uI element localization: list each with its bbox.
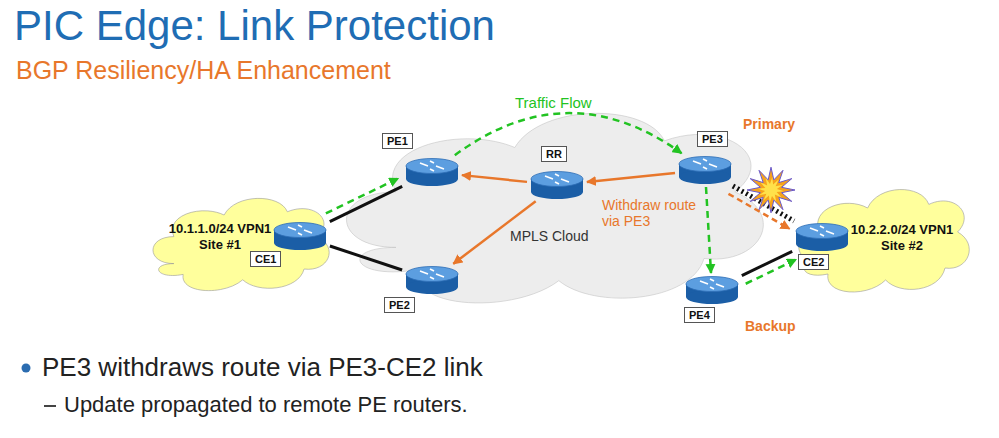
traffic-arrow	[706, 187, 711, 273]
withdraw-arrow	[453, 201, 535, 264]
router-name: CE1	[250, 251, 281, 267]
router-node: PE2	[404, 265, 460, 295]
router-icon	[404, 157, 460, 187]
traffic-arrow	[746, 259, 796, 283]
router-icon	[404, 265, 460, 295]
router-node: PE1	[404, 157, 460, 187]
router-name: PE4	[684, 307, 715, 323]
link-line	[742, 251, 792, 275]
traffic-arrow	[455, 113, 682, 155]
withdraw-arrow	[462, 175, 527, 182]
edge-label: Traffic Flow	[515, 94, 592, 111]
router-name: PE3	[697, 131, 728, 147]
cloud-label: 10.2.2.0/24 VPN1 Site #2	[850, 222, 954, 253]
router-icon	[684, 275, 740, 305]
router-name: RR	[541, 146, 567, 162]
link-failure-burst	[747, 167, 795, 213]
sub-bullet-dash	[44, 405, 56, 407]
link-line	[330, 246, 402, 270]
cloud-label: 10.1.1.0/24 VPN1 Site #1	[168, 221, 272, 252]
router-node: PE3	[677, 155, 733, 185]
bullet-text: PE3 withdraws route via PE3-CE2 link	[42, 352, 483, 383]
router-name: PE1	[382, 133, 413, 149]
router-name: CE2	[798, 254, 829, 270]
role-label: Primary	[743, 116, 795, 132]
router-icon	[677, 155, 733, 185]
link-line	[330, 186, 402, 221]
router-node: CE2	[794, 222, 850, 252]
slide-subtitle: BGP Resiliency/HA Enhancement	[16, 56, 391, 85]
router-node: RR	[529, 170, 585, 200]
cloud-label: MPLS Cloud	[510, 228, 600, 245]
router-icon	[272, 221, 328, 251]
slide-title: PIC Edge: Link Protection	[14, 2, 495, 50]
router-name: PE2	[384, 297, 415, 313]
traffic-arrow	[326, 178, 398, 213]
role-label: Backup	[745, 318, 796, 334]
router-node: CE1	[272, 221, 328, 251]
router-icon	[794, 222, 850, 252]
withdraw-arrow	[587, 173, 675, 182]
bullet-dot	[22, 364, 31, 373]
sub-bullet-text: Update propagated to remote PE routers.	[64, 392, 468, 418]
edge-label: Withdraw route via PE3	[600, 196, 704, 230]
router-node: PE4	[684, 275, 740, 305]
link-failure-burst-core	[758, 177, 784, 203]
router-icon	[529, 170, 585, 200]
